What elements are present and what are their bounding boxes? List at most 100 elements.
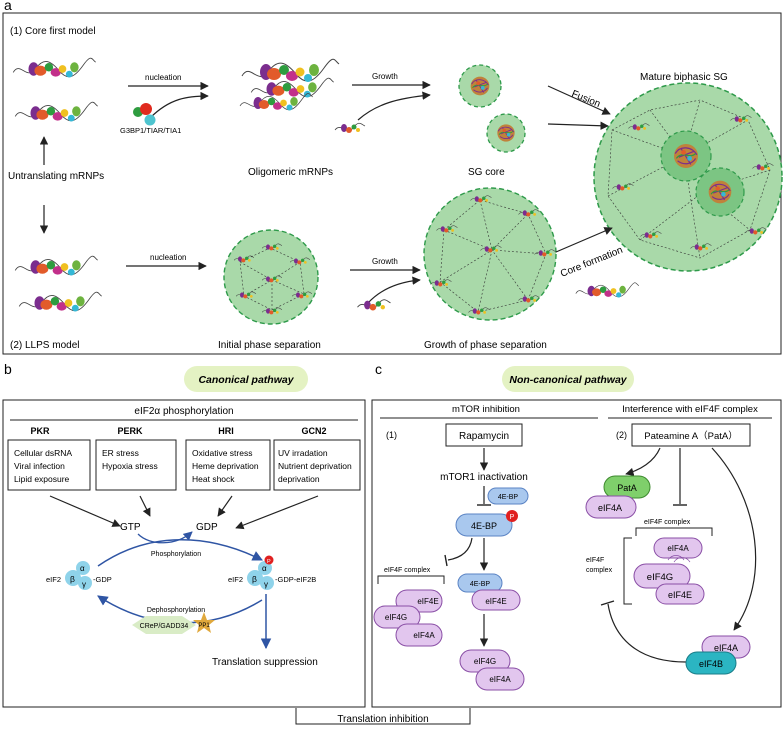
fusion-label: Fusion (570, 89, 602, 110)
arrow-gtp-gdp (137, 531, 193, 544)
eif2-complex-left: eIF2 β α γ -GDP (46, 561, 112, 590)
kinase-perk-name: PERK (117, 426, 143, 436)
arrow-pata-eif4a-eif4b (711, 447, 757, 631)
gamma-label: γ (82, 580, 86, 589)
non-canonical-pill-label: Non-canonical pathway (509, 374, 627, 386)
eif2-right-label: eIF2 (228, 575, 243, 584)
eif4a-label: eIF4A (413, 631, 435, 640)
eif2a-header: eIF2α phosphorylation (134, 406, 233, 417)
initial-phase-separation (223, 229, 319, 325)
eif4e-complex-label: eIF4E (668, 590, 692, 600)
kinase-perk-box (95, 439, 177, 491)
beta-label: β (252, 574, 257, 584)
arrow-growth-recruit (357, 91, 431, 121)
growth-top-label: Growth (372, 72, 398, 81)
dephosphorylation-label: Dephosphorylation (147, 607, 205, 614)
beta-label: β (70, 574, 75, 584)
kinase-hri-line: Oxidative stress (192, 448, 252, 458)
untranslating-mrnps-top (12, 57, 99, 122)
core-formation-label: Core formation (559, 245, 624, 280)
kinase-hri-box (185, 439, 271, 491)
panel-b-letter: b (4, 361, 12, 377)
kinase-perk: PERK ER stress Hypoxia stress (95, 426, 177, 491)
pateamine-box (631, 423, 751, 447)
pp1-star (193, 612, 215, 633)
eif4f-complex-bracket-left (377, 575, 445, 584)
phospho-p-marker (264, 555, 274, 565)
eif4a-pata-bound (585, 495, 637, 519)
untranslating-label: Untranslating mRNPs (8, 171, 104, 182)
kinase-gcn2-box (273, 439, 361, 491)
mtor-header: mTOR inhibition (452, 404, 520, 415)
eif4a-complex-label: eIF4A (667, 544, 689, 553)
kinase-gcn2-name: GCN2 (301, 426, 326, 436)
eif4a-free-label: eIF4A (489, 675, 511, 684)
eif4e-bound-label: eIF4E (485, 597, 506, 606)
llps-title: (2) LLPS model (10, 340, 79, 351)
num-1: (1) (386, 430, 397, 440)
inhibit-line-4ebp (447, 537, 473, 561)
arrow-fusion-2 (547, 121, 609, 130)
kinase-pkr-line: Lipid exposure (14, 474, 70, 484)
growth-mrnp-top (334, 122, 366, 134)
crep-gadd34-shape (132, 616, 196, 634)
phospho-p-label: P (510, 514, 515, 521)
eif4f-header: Interference with eIF4F complex (622, 404, 758, 415)
kinase-hri-line: Heat shock (192, 474, 235, 484)
kinase-hri-name: HRI (218, 426, 234, 436)
growth-of-phase-separation (423, 187, 557, 321)
rapamycin-label: Rapamycin (459, 431, 509, 442)
canonical-pill (184, 366, 308, 392)
oligomeric-mrnps (239, 58, 340, 111)
initial-label: Initial phase separation (218, 340, 321, 351)
gamma-subunit (78, 576, 92, 590)
arrow-perk (139, 495, 151, 517)
kinase-hri-line: Heme deprivation (192, 461, 259, 471)
eif2-left-label: eIF2 (46, 575, 61, 584)
translation-inhibition-bracket (295, 708, 471, 725)
arrow-gcn2 (235, 495, 319, 530)
canonical-pill-label: Canonical pathway (198, 374, 294, 386)
alpha-label: α (262, 564, 267, 573)
translation-inhibition-label: Translation inhibition (337, 714, 428, 725)
kinase-pkr: PKR Cellular dsRNA Viral infection Lipid… (7, 426, 91, 491)
nucleation-bottom-label: nucleation (150, 253, 186, 262)
kinase-pkr-name: PKR (30, 426, 50, 436)
eif4e-bound (471, 589, 521, 611)
mtor-inactivation-label: mTOR1 inactivation (440, 472, 528, 483)
eif4f-side-label-1: eIF4F (586, 557, 604, 564)
untranslating-mrnps-bottom (14, 255, 103, 312)
eif4f-complex-label-right: eIF4F complex (644, 519, 691, 526)
non-canonical-pill (502, 366, 634, 392)
beta-subunit (247, 570, 263, 586)
eif4f-side-bracket (623, 537, 632, 605)
eif4f-complex-left: eIF4E eIF4G eIF4A (373, 589, 443, 647)
gamma-label: γ (264, 580, 268, 589)
4ebp-phospho-label: 4E-BP (471, 521, 497, 531)
mature-biphasic-sg (593, 82, 783, 272)
growth-bottom-label: Growth (372, 257, 398, 266)
oligomeric-label: Oligomeric mRNPs (248, 167, 333, 178)
core-first-title: (1) Core first model (10, 26, 96, 37)
kinase-pkr-box (7, 439, 91, 491)
arrow-phosphorylation (97, 539, 263, 567)
eif4g-free-label: eIF4G (474, 657, 496, 666)
kinase-gcn2-line: UV irradation (278, 448, 328, 458)
nucleation-top-label: nucleation (145, 73, 181, 82)
eif4g-complex-label: eIF4G (647, 572, 673, 583)
num-2: (2) (616, 430, 627, 440)
eif4f-complex-bracket-right (635, 527, 713, 536)
inhibit-bar-4ebp (444, 554, 448, 567)
binding-lines (667, 555, 691, 563)
eif4f-complex-right: eIF4A eIF4G eIF4E (633, 537, 705, 605)
eif4a-pill (395, 623, 443, 647)
arrow-fusion-1 (547, 85, 611, 115)
core-formation-mrnp (575, 282, 640, 298)
kinase-hri: HRI Oxidative stress Heme deprivation He… (185, 426, 271, 491)
g3bp-label: G3BP1/TIAR/TIA1 (120, 126, 181, 135)
gdp-left-label: -GDP (93, 575, 112, 584)
kinase-gcn2: GCN2 UV irradation Nutrient deprivation … (273, 426, 361, 491)
phospho-p-label: P (267, 559, 271, 565)
4ebp-bound-label: 4E-BP (470, 581, 491, 588)
crep-label: CReP/GADD34 (140, 623, 189, 630)
